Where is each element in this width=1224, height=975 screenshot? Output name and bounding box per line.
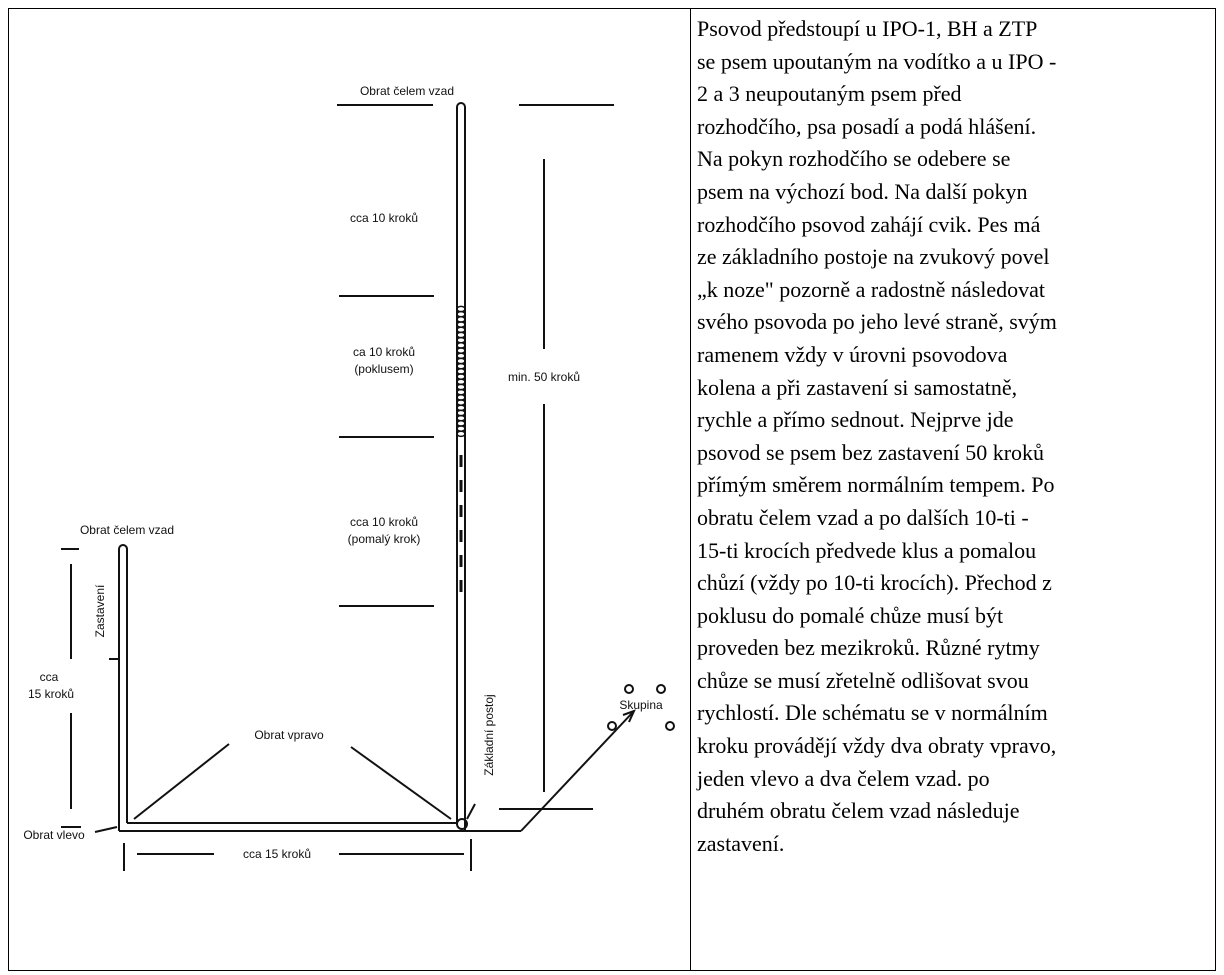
group-person-2 (656, 684, 666, 694)
trot-section-marks (456, 305, 466, 438)
label-turn-about-top: Obrat čelem vzad (360, 84, 454, 98)
label-basic-position: Základní postoj (482, 694, 496, 775)
trot-bead (456, 404, 466, 412)
start-position-marker (456, 818, 468, 830)
label-turn-left: Obrat vlevo (23, 828, 85, 842)
turn-right-pointer-left (133, 743, 230, 820)
label-steps-10-trot-1: ca 10 kroků (353, 345, 415, 359)
label-steps-15-1: cca (40, 670, 59, 684)
trot-bead (456, 305, 466, 313)
heelwork-diagram-svg: Obrat čelem vzad cca 10 kroků ca 10 krok… (23, 84, 675, 871)
trot-bead (456, 326, 466, 334)
label-steps-15-bottom: cca 15 kroků (243, 847, 311, 861)
left-path-vertical (118, 544, 128, 831)
trot-bead (456, 388, 466, 396)
turn-left-pointer (94, 826, 118, 833)
trot-bead (456, 425, 466, 432)
trot-bead (456, 336, 466, 344)
group-person-3 (607, 721, 617, 731)
trot-bead (456, 368, 466, 375)
heelwork-diagram: Obrat čelem vzad cca 10 kroků ca 10 krok… (9, 9, 690, 970)
trot-bead (456, 316, 466, 323)
label-halt: Zastavení (93, 584, 107, 637)
group-person-4 (665, 721, 675, 731)
group-arrow-head (622, 709, 636, 723)
layout-table: Obrat čelem vzad cca 10 kroků ca 10 krok… (8, 8, 1216, 971)
basic-position-pointer (466, 803, 476, 820)
group-person-1 (624, 684, 634, 694)
trot-bead (456, 347, 466, 354)
label-min-50-steps: min. 50 kroků (508, 370, 580, 384)
group-arrow (520, 710, 635, 832)
main-path-vertical (456, 102, 466, 825)
trot-bead (456, 362, 466, 370)
label-steps-15-2: 15 kroků (28, 687, 74, 701)
trot-bead (456, 331, 466, 339)
turn-right-pointer-right (350, 746, 452, 820)
trot-bead (456, 378, 466, 386)
trot-bead (456, 383, 466, 391)
label-turn-right: Obrat vpravo (254, 728, 324, 742)
trot-bead (456, 321, 466, 328)
trot-bead (456, 357, 466, 365)
label-steps-10-normal: cca 10 kroků (350, 211, 418, 225)
trot-bead (456, 394, 466, 401)
column-divider (690, 9, 691, 970)
trot-bead (456, 310, 466, 318)
trot-bead (456, 352, 466, 360)
bottom-path-horizontal (119, 822, 521, 832)
label-steps-10-trot-2: (poklusem) (354, 362, 413, 376)
trot-bead (456, 342, 466, 349)
trot-bead (456, 430, 466, 438)
label-turn-about-left: Obrat čelem vzad (80, 523, 174, 537)
trot-bead (456, 399, 466, 406)
trot-bead (456, 373, 466, 380)
exercise-description: Psovod předstoupí u IPO-1, BH a ZTP se p… (697, 16, 1057, 856)
label-steps-10-slow-2: (pomalý krok) (348, 532, 421, 546)
label-group: Skupina (619, 698, 663, 712)
trot-bead (456, 420, 466, 427)
trot-bead (456, 414, 466, 422)
trot-bead (456, 409, 466, 417)
label-steps-10-slow-1: cca 10 kroků (350, 515, 418, 529)
